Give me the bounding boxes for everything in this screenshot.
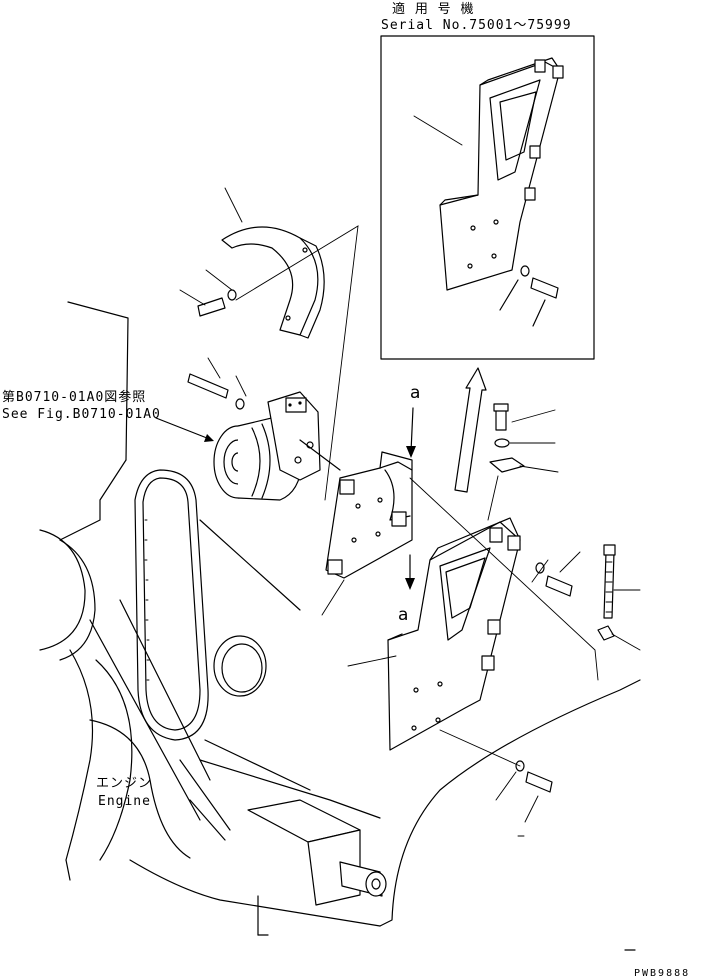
compressor bbox=[187, 357, 341, 501]
reference-en: See Fig.B0710-01A0 bbox=[2, 407, 161, 422]
drawing-code: PWB9888 bbox=[634, 968, 690, 979]
serial-note-ja: 適 用 号 機 bbox=[392, 1, 474, 17]
connector-a-lower: a bbox=[398, 605, 408, 625]
engine-label-ja: エンジン bbox=[96, 776, 152, 791]
reference-ja: 第B0710-01A0図参照 bbox=[2, 389, 146, 405]
serial-inset: 適 用 号 機 Serial No.75001～75999 bbox=[380, 1, 595, 360]
connector-a-lower-arrow bbox=[405, 578, 415, 590]
mounting-bracket bbox=[321, 451, 413, 616]
connector-a-upper-line bbox=[410, 407, 414, 453]
inset-bracket bbox=[413, 57, 564, 291]
connector-a-upper: a bbox=[410, 383, 420, 403]
engine-outline bbox=[39, 301, 641, 951]
engine-label-en: Engine bbox=[98, 794, 151, 809]
main-bracket bbox=[347, 517, 521, 751]
inset-frame bbox=[380, 35, 595, 360]
upgrade-arrow bbox=[454, 367, 487, 493]
connector-a-upper-arrow bbox=[406, 446, 416, 458]
serial-note-en: Serial No.75001～75999 bbox=[381, 18, 572, 33]
belt-cover bbox=[179, 187, 359, 501]
reference-arrowhead bbox=[204, 434, 214, 442]
reference-leader bbox=[155, 417, 213, 441]
drive-belt bbox=[134, 469, 209, 741]
